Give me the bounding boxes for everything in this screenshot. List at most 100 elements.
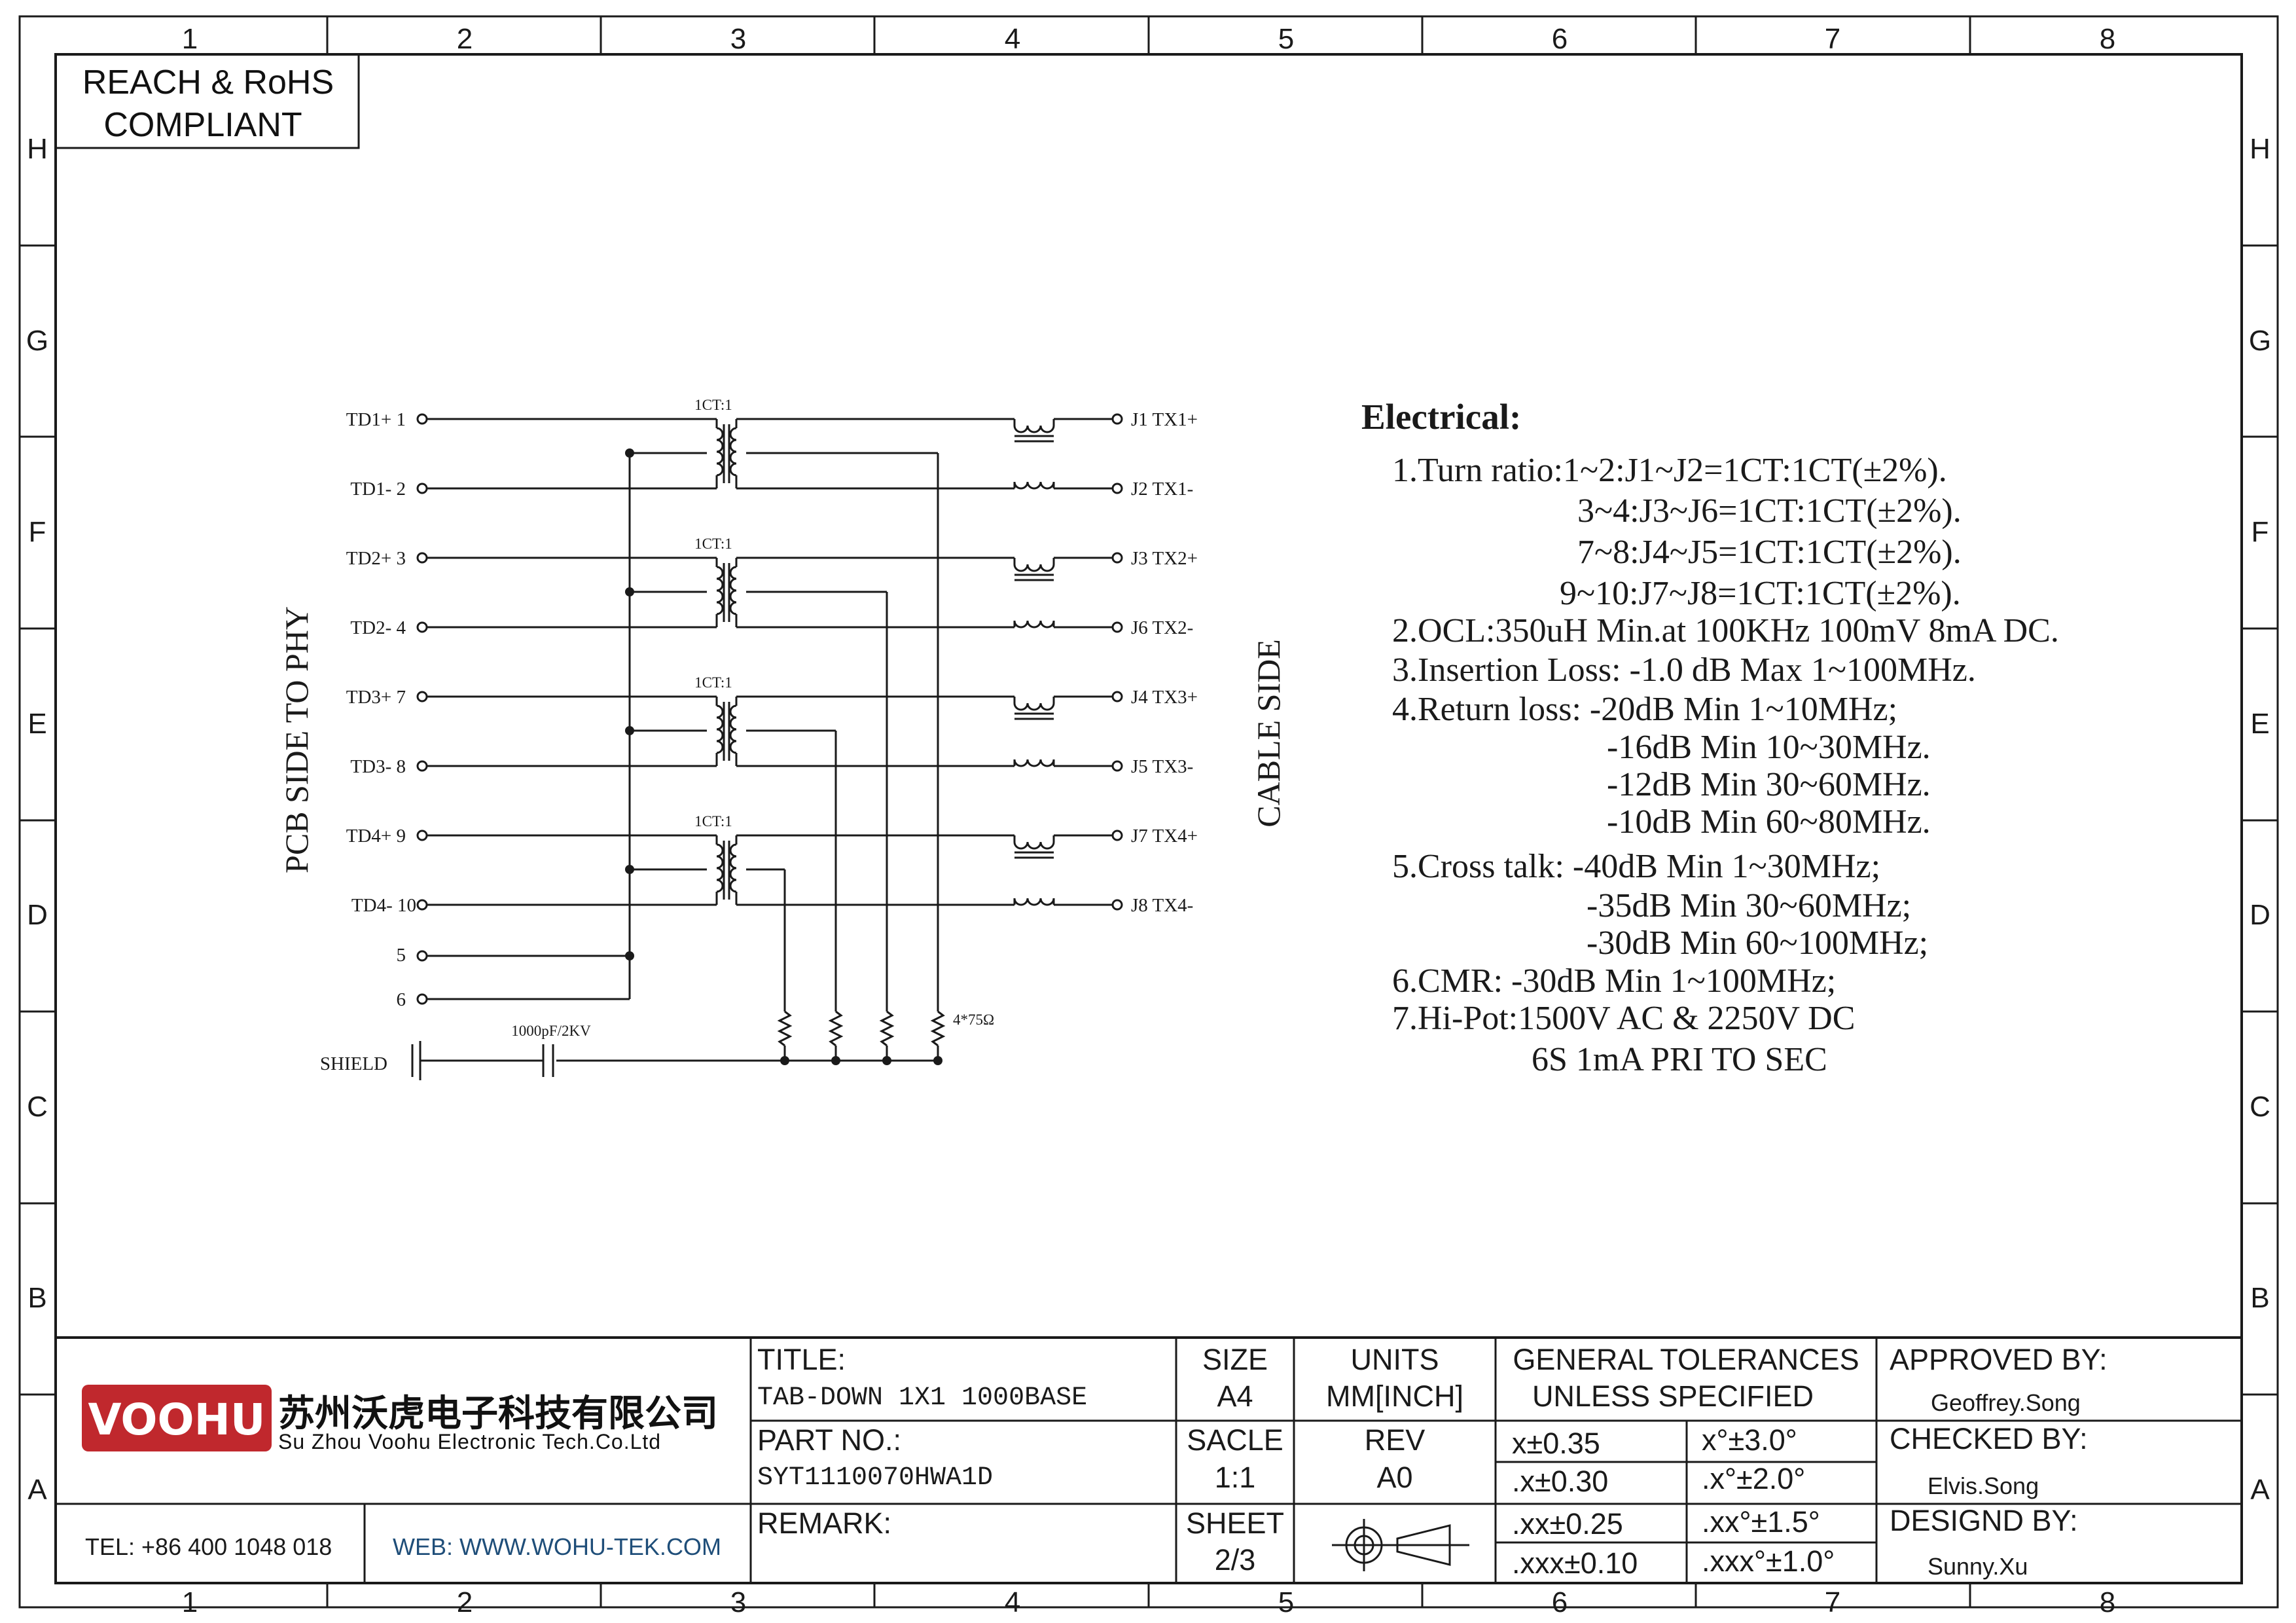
choke-coil [1013, 425, 1055, 433]
checked-label: CHECKED BY: [1890, 1422, 2088, 1455]
pin-terminal [416, 483, 428, 494]
grid-col-label: 2 [457, 23, 473, 55]
rev-value: A0 [1376, 1461, 1412, 1494]
grid-row-label: E [27, 708, 46, 740]
spec-line: 7.Hi-Pot:1500V AC & 2250V DC [1392, 1000, 1855, 1037]
spec-line: 4.Return loss: -20dB Min 1~10MHz; [1392, 691, 1897, 728]
spec-line: 3.Insertion Loss: -1.0 dB Max 1~100MHz. [1392, 651, 1976, 689]
tel-text: TEL: +86 400 1048 018 [85, 1533, 332, 1560]
transformer-coil [716, 704, 724, 754]
pin-label: 5 [397, 945, 406, 966]
grid-col-label: 6 [1552, 23, 1568, 55]
transformer-coil [716, 427, 724, 477]
designed-label: DESIGND BY: [1890, 1504, 2078, 1537]
grid-row-label: G [2249, 325, 2271, 357]
grid-col-label: 4 [1005, 1586, 1020, 1618]
pin-terminal [1111, 899, 1123, 911]
pin-terminal [1111, 621, 1123, 633]
spec-line: 6S 1mA PRI TO SEC [1532, 1041, 1827, 1078]
pin-label: TD2+ 3 [346, 548, 406, 569]
row-labels-right: H G F E D C B A [2249, 133, 2271, 1506]
grid-row-label: C [2250, 1091, 2270, 1123]
pin-label: J7 TX4+ [1131, 826, 1198, 847]
tolerance-angular: .xx°±1.5° [1702, 1505, 1820, 1539]
grid-row-label: D [2250, 899, 2270, 931]
shield-label: SHIELD [320, 1053, 387, 1074]
grid-row-label: F [29, 516, 46, 548]
pin-terminal [416, 830, 428, 841]
pin-terminal [416, 899, 428, 911]
grid-col-label: 7 [1825, 1586, 1840, 1618]
right-pin-labels: J1 TX1+ J2 TX1- J3 TX2+ J6 TX2- J4 TX3+ … [1131, 409, 1198, 916]
pin-terminal [416, 413, 428, 425]
pin-terminal [1111, 691, 1123, 702]
pin-label: TD2- 4 [350, 617, 406, 638]
remark-label: REMARK: [757, 1506, 891, 1540]
choke-coil [1013, 620, 1055, 629]
grid-col-label: 5 [1278, 23, 1294, 55]
title-value: TAB-DOWN 1X1 1000BASE [757, 1383, 1087, 1413]
grid-col-label: 3 [730, 23, 746, 55]
schematic-wiring [411, 413, 1123, 1080]
approved-label: APPROVED BY: [1890, 1343, 2108, 1376]
grid-col-label: 1 [182, 23, 198, 55]
grid-row-label: A [27, 1474, 47, 1506]
choke-coil [1013, 759, 1055, 767]
pin-label: TD4- 10 [351, 895, 416, 916]
tolerance-title-2: UNLESS SPECIFIED [1532, 1379, 1814, 1413]
column-labels-bottom: 1 2 3 4 5 6 7 8 [182, 1586, 2115, 1618]
sheet-value: 2/3 [1215, 1543, 1256, 1577]
tolerance-angular: .xxx°±1.0° [1702, 1544, 1835, 1578]
projection-symbol-icon [1332, 1519, 1469, 1571]
tolerance-angular: x°±3.0° [1702, 1423, 1797, 1457]
web-text: WEB: WWW.WOHU-TEK.COM [393, 1533, 721, 1560]
sheet-label: SHEET [1186, 1506, 1284, 1540]
electrical-heading: Electrical: [1361, 397, 1521, 437]
transformer-ratio: 1CT:1 [694, 674, 732, 691]
grid-row-label: H [2250, 133, 2270, 165]
transformer-coil [729, 704, 737, 754]
pin-terminal [1111, 413, 1123, 425]
pin-label: 6 [397, 989, 406, 1010]
grid-row-label: G [26, 325, 48, 357]
tolerance-linear: x±0.35 [1512, 1427, 1600, 1460]
grid-row-label: C [27, 1091, 48, 1123]
grid-col-label: 7 [1825, 23, 1840, 55]
tolerance-linear: .xxx±0.10 [1512, 1546, 1638, 1580]
part-no-label: PART NO.: [757, 1423, 901, 1457]
transformer-coil [729, 427, 737, 477]
pin-label: J8 TX4- [1131, 895, 1193, 916]
transformer-coil [729, 843, 737, 893]
grid-row-label: D [27, 899, 48, 931]
choke-coil [1013, 898, 1055, 906]
pin-label: J3 TX2+ [1131, 548, 1198, 569]
resistor [879, 1010, 895, 1047]
spec-line: 6.CMR: -30dB Min 1~100MHz; [1392, 962, 1836, 1000]
resistor [930, 1010, 946, 1047]
pin-label: J4 TX3+ [1131, 687, 1198, 708]
transformer-ratio: 1CT:1 [694, 813, 732, 830]
resistor [777, 1010, 793, 1047]
left-pin-labels: TD1+ 1 TD1- 2 TD2+ 3 TD2- 4 TD3+ 7 TD3- … [346, 409, 416, 1010]
pin-terminal [1111, 830, 1123, 841]
spec-line: -10dB Min 60~80MHz. [1607, 803, 1931, 841]
pin-terminal [416, 760, 428, 772]
grid-row-label: A [2250, 1474, 2270, 1506]
grid-col-label: 8 [2100, 1586, 2115, 1618]
resistor [828, 1010, 844, 1047]
grid-col-label: 6 [1552, 1586, 1568, 1618]
tolerance-title-1: GENERAL TOLERANCES [1513, 1343, 1859, 1376]
grid-ticks [20, 16, 2278, 1607]
pin-label: TD4+ 9 [346, 826, 406, 847]
spec-line: 5.Cross talk: -40dB Min 1~30MHz; [1392, 848, 1880, 885]
capacitor-label: 1000pF/2KV [511, 1023, 591, 1039]
grid-col-label: 5 [1278, 1586, 1294, 1618]
compliance-box: REACH & RoHS COMPLIANT [54, 53, 360, 149]
spec-line: -35dB Min 30~60MHz; [1587, 887, 1911, 924]
designed-value: Sunny.Xu [1928, 1553, 2028, 1580]
approved-value: Geoffrey.Song [1931, 1389, 2081, 1416]
size-value: A4 [1217, 1379, 1253, 1413]
spec-line: 9~10:J7~J8=1CT:1CT(±2%). [1560, 575, 1961, 612]
tolerance-linear: .x±0.30 [1512, 1465, 1608, 1498]
column-labels-top: 1 2 3 4 5 6 7 8 [182, 23, 2115, 55]
